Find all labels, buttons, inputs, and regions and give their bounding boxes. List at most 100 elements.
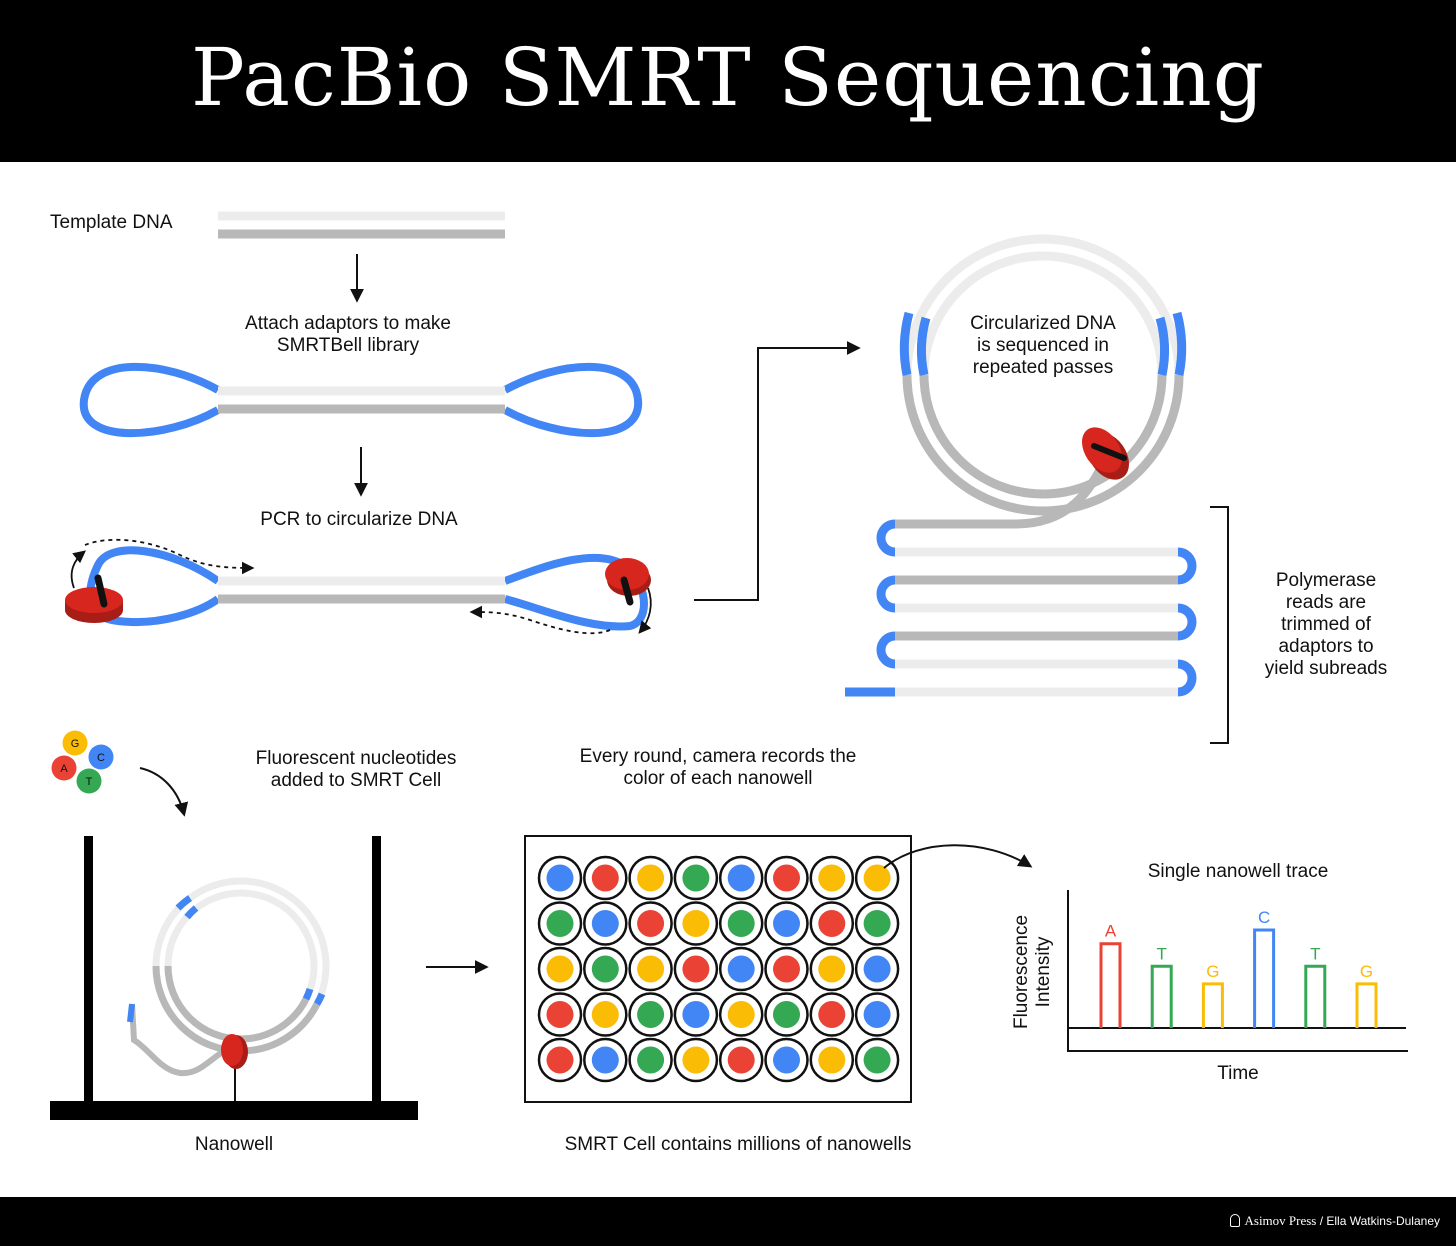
nanowell-dot-yellow	[682, 910, 710, 937]
trace-peak-label: T	[1310, 944, 1320, 963]
nucleotide-letter: C	[97, 752, 105, 764]
nanowell-dot-green	[682, 864, 710, 892]
nucleotide-dot	[88, 744, 114, 770]
nucleotide-letter: T	[86, 776, 93, 788]
trace-peak-label: C	[1258, 908, 1270, 927]
credit-author: Ella Watkins-Dulaney	[1326, 1214, 1440, 1228]
nanowell-dot-blue	[863, 955, 891, 983]
nanowell-dot-red	[546, 1001, 574, 1028]
arrow-well-to-trace	[883, 844, 1033, 869]
trace-peak-C	[1253, 928, 1276, 1028]
nanowell-dot-blue	[591, 910, 619, 937]
pcr-construct	[70, 538, 652, 635]
attach-adaptors-label: Attach adaptors to make SMRTBell library	[245, 313, 451, 356]
trace-title: Single nanowell trace	[1147, 861, 1329, 882]
nanowell-dot-green	[773, 1001, 800, 1028]
every-round-label: Every round, camera records the color of…	[579, 746, 857, 789]
nanowell-dot-yellow	[682, 1046, 710, 1074]
nucleotide-dot	[51, 755, 77, 781]
nanowell-dot-green	[637, 1046, 665, 1074]
pcr-label: PCR to circularize DNA	[260, 509, 458, 530]
nanowell-frame	[50, 836, 418, 1120]
trace-peak-T	[1304, 964, 1327, 1028]
title-bar: PacBio SMRT Sequencing	[0, 0, 1456, 162]
smrt-cell-label: SMRT Cell contains millions of nanowells	[564, 1134, 912, 1155]
circularized-label: Circularized DNA is sequenced in repeate…	[970, 313, 1116, 378]
polymerase-right	[605, 558, 651, 606]
template-dna-strands	[218, 211, 505, 239]
nanowell-dot-red	[773, 955, 800, 983]
arrow-to-circle	[694, 341, 861, 601]
nanowell-dot-red	[637, 910, 665, 937]
trace-peak-label: G	[1360, 962, 1373, 981]
subreads	[845, 519, 1197, 697]
nanowell-dot-blue	[863, 1001, 891, 1028]
nanowell-dot-red	[591, 864, 619, 892]
read-tail	[895, 459, 1109, 529]
credit-separator: /	[1316, 1214, 1327, 1228]
nanowell-dot-blue	[682, 1001, 710, 1028]
nucleotide-dot	[62, 730, 88, 756]
fluorescent-label: Fluorescent nucleotides added to SMRT Ce…	[255, 748, 457, 791]
subreads-bracket	[1210, 506, 1229, 744]
y-axis-label: Fluorescence Intensity	[1011, 914, 1054, 1030]
trace-peak-T	[1150, 964, 1173, 1028]
nanowell-dot-blue	[591, 1046, 619, 1074]
nanowell-dot-red	[773, 864, 800, 892]
x-axis-label: Time	[1217, 1063, 1259, 1084]
trace-peak-label: T	[1157, 944, 1167, 963]
nanowell-dot-yellow	[818, 955, 846, 983]
nanowell-dot-blue	[546, 864, 574, 892]
nanowell-dot-blue	[773, 1046, 800, 1074]
nanowell-label: Nanowell	[194, 1134, 274, 1155]
trace-peak-G	[1201, 982, 1224, 1028]
polymerase-nanowell	[221, 1034, 248, 1101]
nucleotide-dot	[76, 768, 102, 794]
polymerase-left	[65, 574, 123, 623]
nanowell-dot-red	[818, 910, 846, 937]
trace-peak-G	[1355, 982, 1378, 1028]
nanowell-dot-yellow	[818, 1046, 846, 1074]
nucleotide-letter: G	[71, 738, 80, 750]
circular-dna	[899, 234, 1187, 516]
nanowell-dot-green	[591, 955, 619, 983]
smrtbell-library	[79, 362, 643, 438]
nanowell-dot-green	[863, 910, 891, 937]
nanowell-trace-chart: A T G C T G	[1067, 890, 1408, 1052]
nucleotide-C: C	[88, 744, 114, 770]
nanowell-dot-yellow	[727, 1001, 755, 1028]
asimov-logo-icon	[1229, 1214, 1240, 1227]
template-dna-label: Template DNA	[50, 212, 173, 233]
nucleotide-letter: A	[60, 763, 68, 775]
nanowell-grid	[537, 855, 900, 1083]
nanowell-dot-blue	[727, 864, 755, 892]
nanowell-dot-yellow	[591, 1001, 619, 1028]
nanowell-dot-yellow	[546, 955, 574, 983]
polymerase-reads-label: Polymerase reads are trimmed of adaptors…	[1264, 570, 1388, 679]
chart-axes	[1067, 890, 1408, 1052]
nucleotide-cluster: G C A T	[51, 730, 114, 794]
nanowell-dot-red	[682, 955, 710, 983]
trace-peak-label: G	[1206, 962, 1219, 981]
nanowell-dot-yellow	[818, 864, 846, 892]
nucleotide-G: G	[62, 730, 88, 756]
credit: Asimov Press / Ella Watkins-Dulaney	[1229, 1213, 1440, 1229]
nanowell-dot-red	[727, 1046, 755, 1074]
nanowell-dot-green	[546, 910, 574, 937]
nanowell-dot-blue	[727, 955, 755, 983]
nanowell-dot-green	[727, 910, 755, 937]
footer-bar: Asimov Press / Ella Watkins-Dulaney	[0, 1197, 1456, 1246]
nanowell-dot-blue	[773, 910, 800, 937]
nucleotide-A: A	[51, 755, 77, 781]
nanowell-dot-yellow	[863, 864, 891, 892]
credit-press: Asimov Press	[1244, 1213, 1317, 1228]
nanowell-dot-yellow	[637, 955, 665, 983]
nucleotide-T: T	[76, 768, 102, 794]
polymerase-circle	[1082, 427, 1129, 480]
nanowell-dot-red	[818, 1001, 846, 1028]
nanowell-dot-green	[637, 1001, 665, 1028]
trace-peak-A	[1099, 942, 1122, 1028]
nanowell-dot-yellow	[637, 864, 665, 892]
trace-peak-label: A	[1105, 922, 1117, 941]
